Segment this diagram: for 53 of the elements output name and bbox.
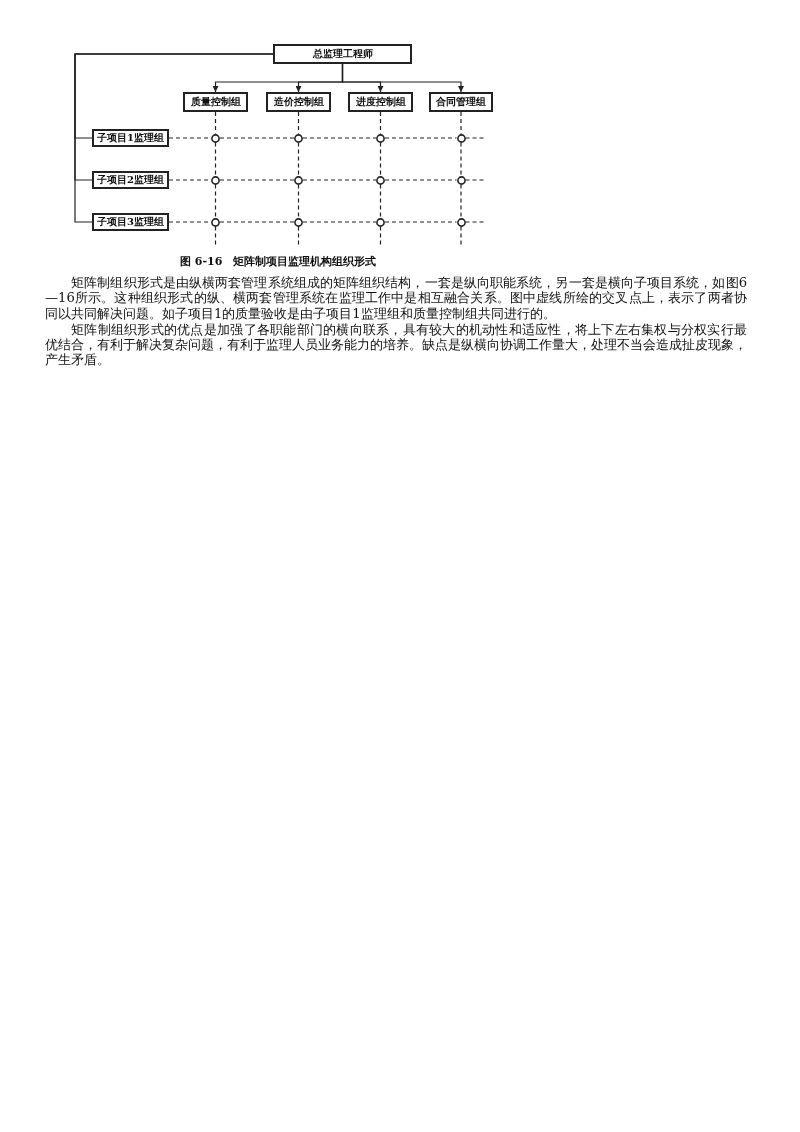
dashed-line: [214, 111, 217, 135]
dashed-line: [379, 111, 382, 135]
department-box: 进度控制组: [348, 92, 413, 112]
junction-circle: [376, 217, 385, 227]
dashed-line: [214, 183, 217, 219]
position-box: 总监理工程师: [273, 44, 412, 64]
dashed-line: [297, 111, 300, 135]
figure-caption: 图 6-16 矩阵制项目监理机构组织形式: [180, 255, 377, 268]
dashed-line: [302, 137, 377, 139]
dashed-line: [297, 225, 300, 247]
dashed-line: [214, 141, 217, 177]
dashed-line: [460, 141, 462, 177]
body-paragraph: 矩阵制组织形式的优点是加强了各职能部门的横向联系，具有较大的机动性和适应性，将上下左右集权与分权实行最优结合，有利于解决复杂问题，有利于监理人员业务能力的培养。缺点是纵横向协调工作量大，处理不当会造成扯皮现象，产生矛盾。: [45, 321, 747, 368]
dashed-line: [384, 221, 458, 223]
dashed-line: [302, 221, 377, 223]
arrow: [341, 63, 464, 93]
dashed-line: [379, 141, 382, 177]
team-box: 子项目1监理组: [92, 129, 169, 147]
department-box: 质量控制组: [183, 92, 248, 112]
junction-circle: [211, 175, 220, 185]
dashed-line: [219, 137, 295, 139]
team-box: 子项目2监理组: [92, 171, 169, 189]
junction-circle: [294, 133, 303, 143]
dashed-line: [460, 225, 462, 247]
dashed-line: [464, 221, 486, 223]
junction-circle: [456, 217, 466, 227]
connector-line: [74, 53, 274, 223]
department-box: 造价控制组: [266, 92, 331, 112]
dashed-line: [214, 225, 217, 247]
junction-circle: [456, 133, 466, 143]
dashed-line: [297, 141, 300, 177]
junction-circle: [211, 133, 220, 143]
body-paragraph: 矩阵制组织形式是由纵横两套管理系统组成的矩阵组织结构，一套是纵向职能系统，另一套是横向子项目系统，如图6—16所示。这种组织形式的纵、横两套管理系统在监理工作中是相互融合关系。图中虚线所绘的交叉点上，表示了两者协同以共同解决问题。如子项目1的质量验收是由子项目1监理组和质量控制组共同进行的。: [45, 275, 747, 321]
dashed-line: [302, 179, 377, 181]
dashed-line: [297, 183, 300, 219]
dashed-line: [460, 183, 462, 219]
dashed-line: [379, 225, 382, 247]
dashed-line: [464, 137, 486, 139]
dashed-line: [379, 183, 382, 219]
junction-circle: [456, 175, 466, 185]
junction-circle: [376, 175, 385, 185]
dashed-line: [384, 179, 458, 181]
junction-circle: [211, 217, 220, 227]
junction-circle: [294, 175, 303, 185]
dashed-line: [464, 179, 486, 181]
dashed-line: [219, 221, 295, 223]
department-box: 合同管理组: [429, 92, 493, 112]
dashed-line: [384, 137, 458, 139]
dashed-line: [219, 179, 295, 181]
junction-circle: [294, 217, 303, 227]
junction-circle: [376, 133, 385, 143]
dashed-line: [460, 111, 462, 135]
team-box: 子项目3监理组: [92, 213, 169, 231]
